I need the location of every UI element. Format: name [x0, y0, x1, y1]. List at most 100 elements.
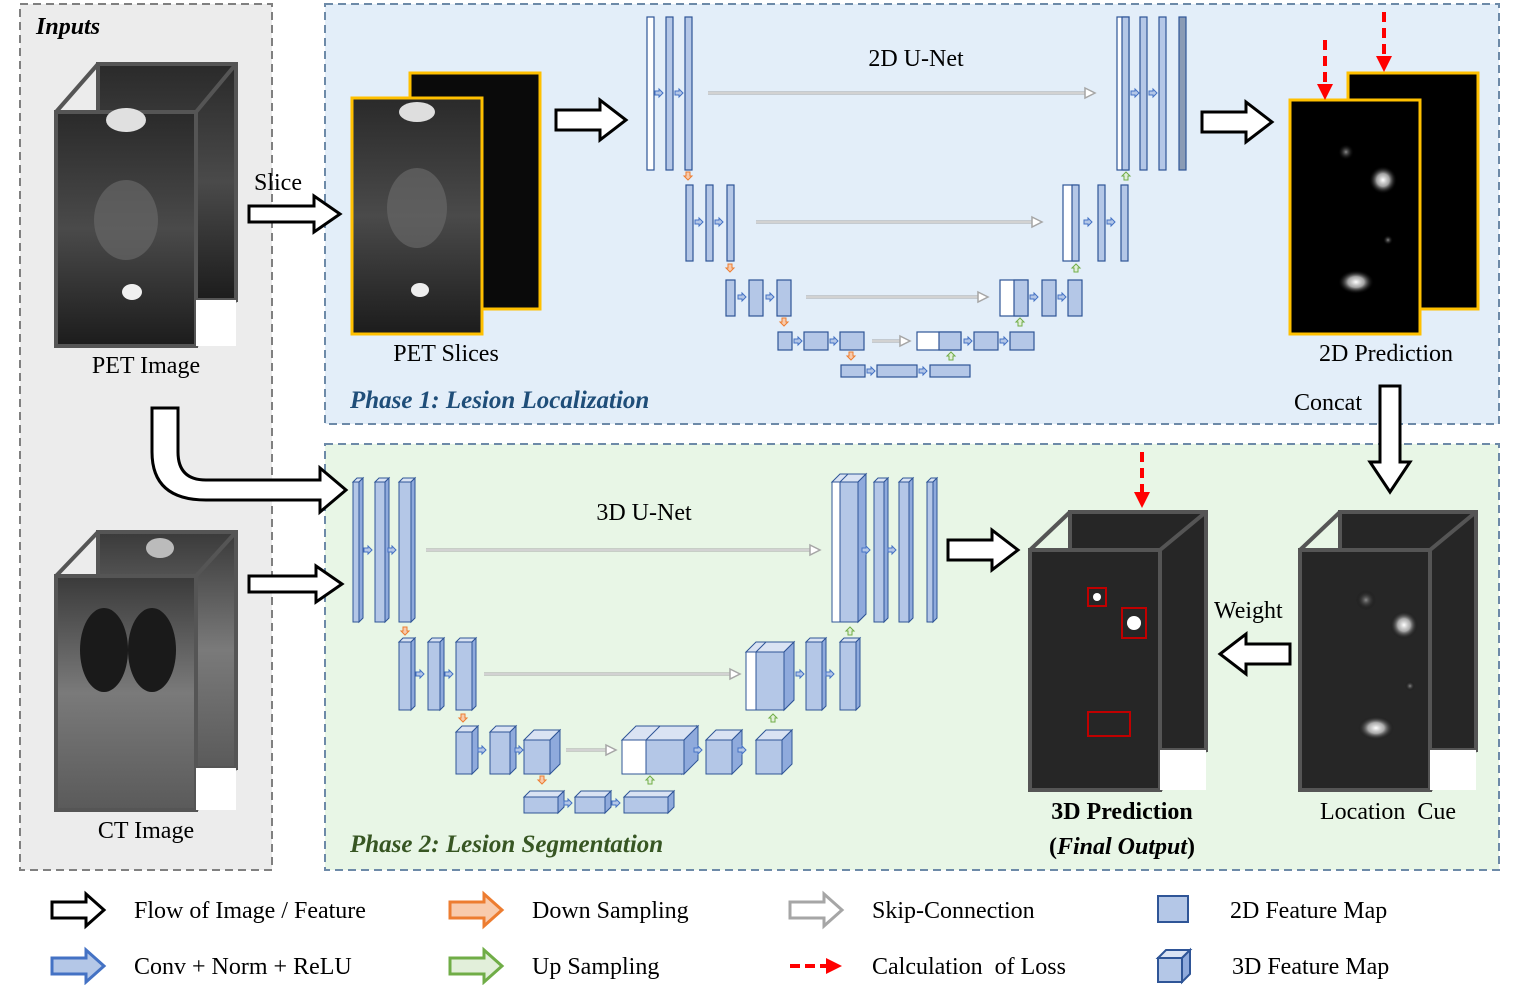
3d-unet [351, 472, 939, 815]
2d-prediction-stack [1288, 71, 1480, 336]
up-arrow [1070, 263, 1082, 273]
feature-map [876, 364, 918, 378]
down-arrow [399, 626, 411, 636]
3d-prediction-volume [1028, 510, 1208, 792]
feature-map [398, 481, 412, 623]
conv-arrow [793, 335, 803, 347]
ct-image-label: CT Image [98, 818, 194, 844]
conv-arrow [737, 744, 747, 756]
feature-map [755, 739, 783, 775]
feature-map [374, 481, 386, 623]
feature-map [1178, 16, 1187, 171]
conv-arrow [693, 744, 703, 756]
feature-map-side [439, 636, 445, 712]
feature-map [973, 331, 999, 351]
feature-map [574, 796, 606, 814]
up-arrow [1120, 171, 1132, 181]
conv-arrow [861, 544, 871, 556]
feature-map [523, 739, 551, 775]
feature-map [938, 331, 962, 351]
conv-arrow [514, 744, 524, 756]
feature-map [623, 796, 669, 814]
down-arrow [457, 713, 469, 723]
conv-arrow [829, 335, 839, 347]
conv-arrow [999, 335, 1009, 347]
up-arrow [644, 775, 656, 785]
skip-head [729, 667, 742, 681]
feature-map [839, 331, 865, 351]
legend-label: Flow of Image / Feature [134, 898, 366, 924]
feature-map [1139, 16, 1148, 171]
legend-label: 3D Feature Map [1232, 954, 1389, 980]
pet-slices-stack [350, 71, 542, 336]
green-arrow-icon [448, 946, 505, 985]
conv-arrow [694, 216, 704, 228]
feature-map [726, 184, 735, 262]
feature-map [805, 641, 823, 711]
feature-map [929, 364, 971, 378]
feature-map [684, 16, 693, 171]
conv-arrow [563, 797, 573, 809]
slices-to-2dunet-arrow [554, 96, 629, 144]
skip-head [899, 334, 912, 348]
skip-head [977, 290, 990, 304]
legend-label: Skip-Connection [872, 898, 1035, 924]
loss-arrow-2d-a [1317, 40, 1333, 100]
feature-map [776, 279, 792, 317]
ct-image-volume [54, 530, 238, 812]
phase2-title: Phase 2: Lesion Segmentation [349, 831, 663, 858]
location-cue-label: Location Cue [1320, 799, 1456, 825]
location-cue-volume [1298, 510, 1478, 792]
feature-map [1120, 184, 1129, 262]
conv-arrow [415, 668, 425, 680]
feature-map [705, 184, 714, 262]
down-arrow [724, 263, 736, 273]
2d-prediction-label: 2D Prediction [1319, 341, 1453, 367]
feature-map [1067, 279, 1083, 317]
feature-map-side [783, 640, 795, 712]
conv-arrow [1148, 87, 1158, 99]
feature-map [455, 641, 473, 711]
feature-map [839, 641, 857, 711]
conv-arrow [1106, 216, 1116, 228]
conv-arrow [477, 744, 487, 756]
legend-label: 2D Feature Map [1230, 898, 1387, 924]
up-arrow [844, 626, 856, 636]
final-output-label: (Final Output) [1049, 834, 1195, 860]
down-arrow [778, 317, 790, 327]
cube-icon [1155, 947, 1193, 985]
3d-unet-label: 3D U-Net [596, 500, 692, 526]
loss-arrow-3d [1134, 452, 1150, 508]
weight-arrow [1217, 630, 1292, 678]
conv-arrow [363, 544, 373, 556]
conv-arrow [444, 668, 454, 680]
feature-map [777, 331, 793, 351]
black-arrow-icon [50, 890, 107, 930]
feature-map [839, 481, 859, 623]
skip-head [605, 743, 618, 757]
legend: Flow of Image / Feature Down Sampling Sk… [50, 890, 1389, 985]
skip-head [1031, 215, 1044, 229]
gray-arrow-icon [788, 890, 845, 930]
down-arrow [845, 351, 857, 361]
conv-arrow [825, 668, 835, 680]
conv-arrow [1029, 291, 1039, 303]
conv-arrow [918, 365, 928, 377]
conv-arrow [611, 797, 621, 809]
inputs-title: Inputs [35, 14, 100, 40]
legend-label: Up Sampling [532, 954, 659, 980]
conv-arrow [1057, 291, 1067, 303]
2d-unet-label: 2D U-Net [868, 46, 964, 72]
feature-map [1009, 331, 1035, 351]
slice-arrow [247, 193, 343, 235]
feature-map-side [883, 476, 889, 624]
pet-to-3dunet-arrow [150, 406, 349, 516]
slice-label: Slice [254, 170, 302, 196]
feature-map-side [821, 636, 827, 712]
feature-map-side [932, 476, 938, 624]
conv-arrow [654, 87, 664, 99]
feature-map [1121, 16, 1130, 171]
conv-arrow [765, 291, 775, 303]
feature-map [898, 481, 910, 623]
